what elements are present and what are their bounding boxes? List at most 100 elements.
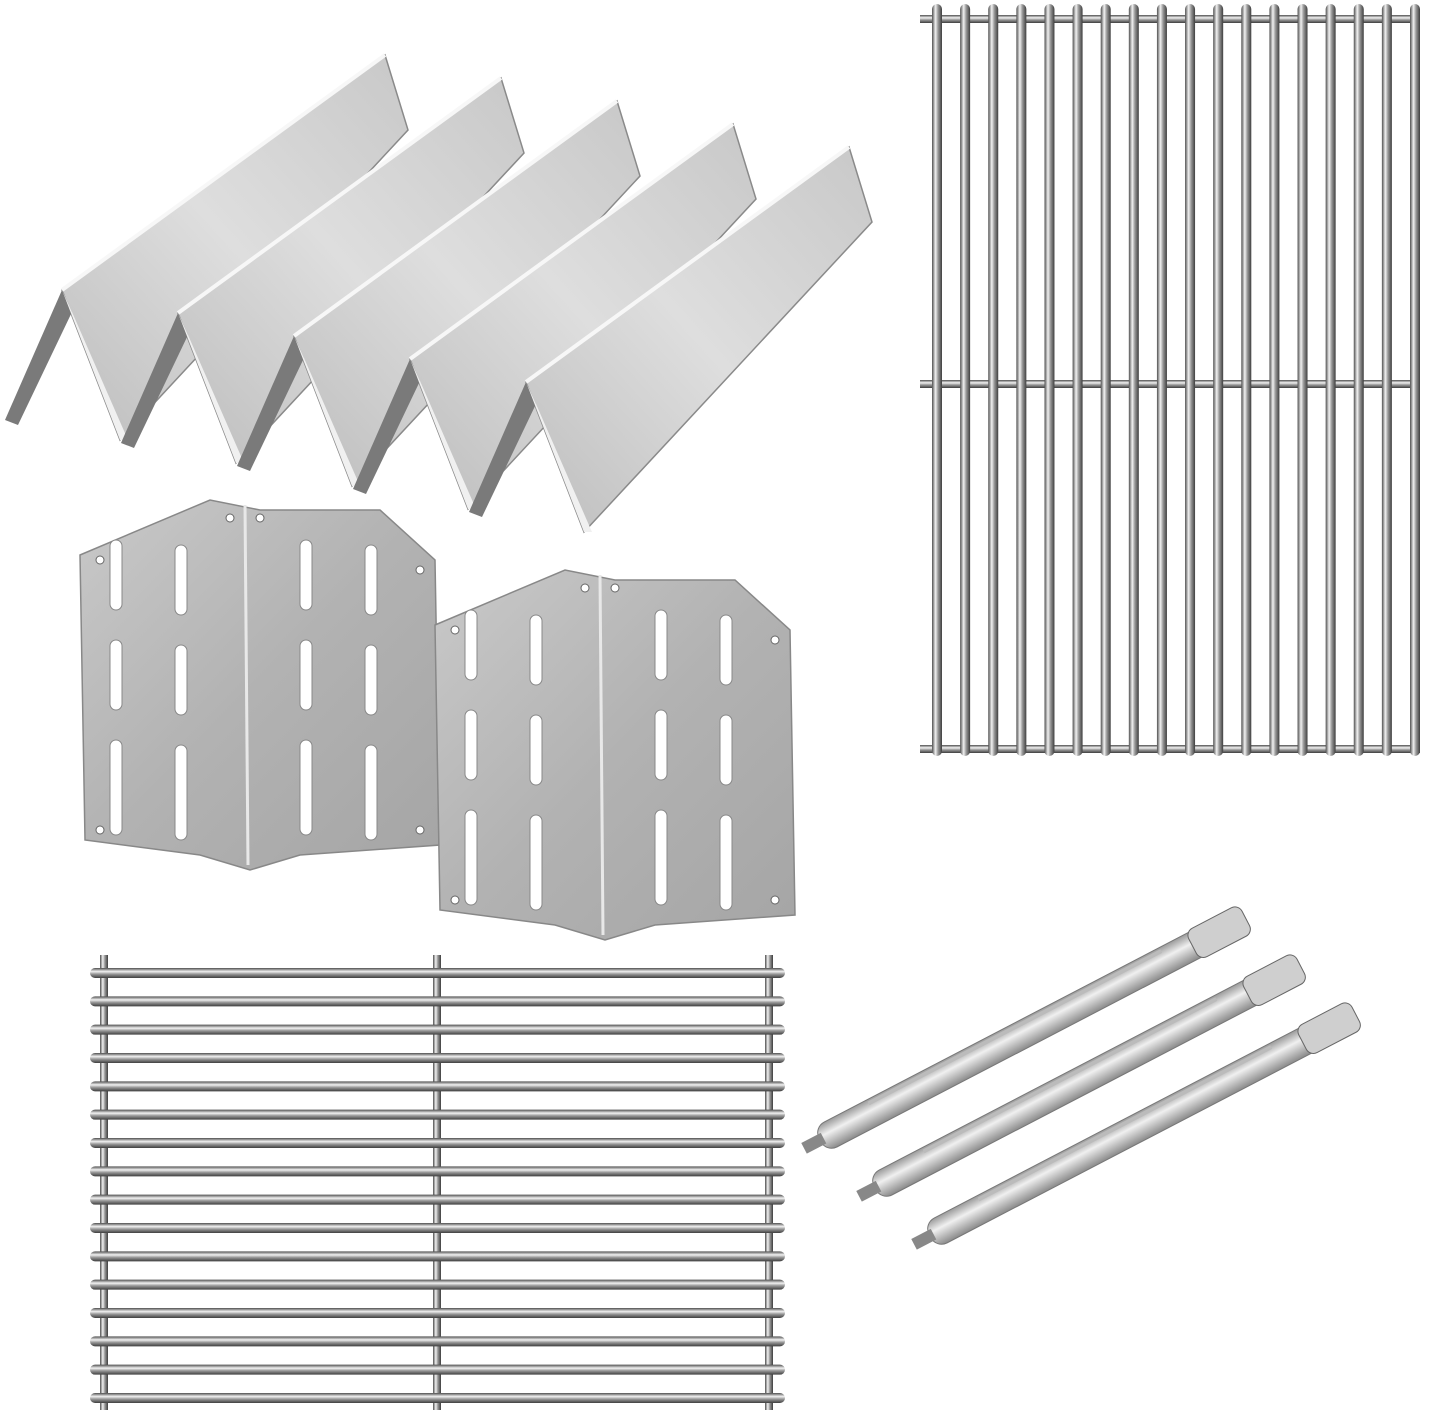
grate-cross-bar xyxy=(100,955,108,1410)
burner-venturi xyxy=(1297,1002,1361,1054)
flavorizer-bar xyxy=(5,53,409,442)
grate-rod xyxy=(90,1138,785,1148)
flavorizer-bar xyxy=(353,122,757,511)
plate-slot xyxy=(654,809,668,906)
burner-venturi xyxy=(1187,906,1251,958)
grate-rod xyxy=(90,1279,785,1290)
grate-rod xyxy=(988,4,999,756)
grate-rod xyxy=(1325,4,1336,756)
grate-rod xyxy=(1410,4,1420,756)
plate-slot xyxy=(299,539,313,611)
plate-hole xyxy=(580,583,590,593)
plate-body xyxy=(434,569,796,941)
burner-tab xyxy=(801,1132,827,1154)
burner-ports xyxy=(922,997,1218,1154)
grate-rod xyxy=(90,1308,785,1318)
grate-rod xyxy=(1072,4,1083,756)
grate-cross-bar xyxy=(920,745,1420,753)
flavorizer-bar-apex xyxy=(176,76,503,315)
burner-ports xyxy=(867,949,1163,1106)
grate-rod xyxy=(90,1251,785,1262)
flavorizer-bar-inner xyxy=(294,336,360,486)
plate-slot xyxy=(529,814,543,911)
flavorizer-bar-left-edge xyxy=(353,359,420,494)
plate-slot xyxy=(364,544,378,616)
grate-rod xyxy=(1016,4,1027,756)
cooking-grate-horizontal xyxy=(90,955,785,1410)
plate-slot xyxy=(299,639,313,711)
grate-rod xyxy=(90,1223,785,1233)
grate-rod xyxy=(90,968,785,978)
grate-rod xyxy=(1100,4,1111,756)
flavorizer-bar-apex xyxy=(408,122,735,361)
flavorizer-bar xyxy=(121,76,525,465)
flavorizer-bar-inner xyxy=(178,313,244,463)
heat-deflector-plate xyxy=(434,569,796,941)
plate-slot xyxy=(299,739,313,836)
grate-rod xyxy=(1185,4,1196,756)
grate-rod xyxy=(1381,4,1392,756)
burner-venturi xyxy=(1242,954,1306,1006)
grate-rod xyxy=(1269,4,1280,756)
burner-tubes xyxy=(801,906,1361,1250)
plate-slot xyxy=(719,814,733,911)
plate-slot xyxy=(174,744,188,841)
plate-hole xyxy=(450,895,460,905)
grate-cross-bar xyxy=(920,15,1420,23)
plate-slot xyxy=(174,544,188,616)
grate-cross-bar xyxy=(433,955,441,1410)
flavorizer-bar-apex xyxy=(524,145,851,384)
plate-bend xyxy=(243,504,250,866)
grate-cross-bar xyxy=(920,380,1420,388)
plate-slot xyxy=(654,609,668,681)
flavorizer-bar xyxy=(237,99,641,488)
grate-rod xyxy=(90,1109,785,1120)
burner-ports xyxy=(977,1045,1273,1202)
plate-hole xyxy=(770,895,780,905)
grate-rod xyxy=(1241,4,1252,756)
plate-slot xyxy=(109,739,123,836)
plate-hole xyxy=(450,625,460,635)
flavorizer-bar xyxy=(469,145,873,534)
cooking-grate-vertical xyxy=(920,4,1420,756)
grate-rod xyxy=(90,1166,785,1177)
plate-slot xyxy=(174,644,188,716)
plate-slot xyxy=(654,709,668,781)
grate-rod xyxy=(90,1024,785,1035)
burner-tab xyxy=(856,1180,882,1202)
flavorizer-bar-inner xyxy=(526,382,592,532)
flavorizer-bar-left-edge xyxy=(5,290,72,425)
plate-slot xyxy=(464,709,478,781)
flavorizer-bar-apex xyxy=(60,53,387,292)
plate-slot xyxy=(464,609,478,681)
flavorizer-bar-left-edge xyxy=(469,382,536,517)
plate-slot xyxy=(719,714,733,786)
plate-hole xyxy=(415,565,425,575)
grate-rod xyxy=(90,996,785,1007)
flavorizer-bar-left-edge xyxy=(237,336,304,471)
plate-slot xyxy=(109,539,123,611)
grate-rod xyxy=(1297,4,1308,756)
grate-rod xyxy=(1156,4,1167,756)
grate-rod xyxy=(90,1053,785,1063)
heat-deflector-plates xyxy=(79,499,796,941)
plate-slot xyxy=(529,714,543,786)
plate-slot xyxy=(364,744,378,841)
grate-rod xyxy=(960,4,971,756)
burner-tube xyxy=(856,954,1306,1202)
plate-hole xyxy=(95,555,105,565)
plate-body xyxy=(79,499,441,871)
grate-rod xyxy=(932,4,942,756)
plate-hole xyxy=(95,825,105,835)
grate-rod xyxy=(90,1336,785,1347)
plate-hole xyxy=(255,513,265,523)
plate-hole xyxy=(770,635,780,645)
grate-rod xyxy=(90,1194,785,1205)
flavorizer-bar-left-edge xyxy=(121,313,188,448)
grate-rod xyxy=(1128,4,1139,756)
plate-slot xyxy=(364,644,378,716)
plate-slot xyxy=(719,614,733,686)
burner-tube xyxy=(911,1002,1361,1250)
